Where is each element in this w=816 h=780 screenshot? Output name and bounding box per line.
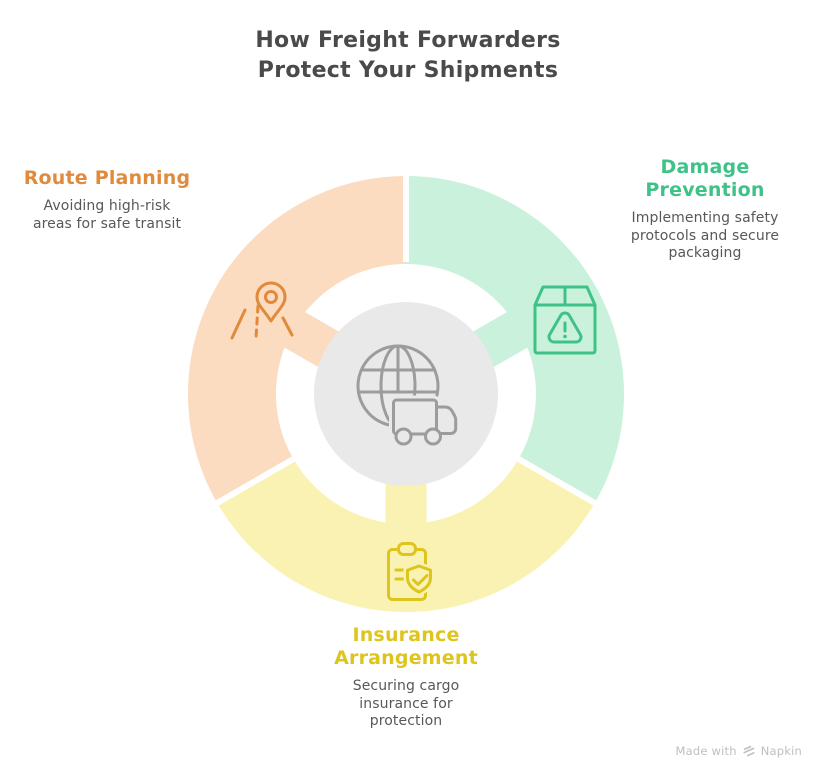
center-circle: [314, 302, 498, 486]
globe-truck-icon: [356, 344, 461, 446]
insurance-arrangement-title: Insurance Arrangement: [334, 624, 478, 669]
label-insurance-arrangement: Insurance Arrangement Securing cargo ins…: [306, 624, 506, 731]
segment-divider-lower-left: [210, 455, 297, 509]
segment-arc-damage-prevention: [406, 176, 625, 503]
napkin-logo-icon: [743, 745, 755, 757]
package-warning-icon: [533, 285, 597, 355]
watermark-brand: Napkin: [760, 744, 802, 758]
spoke-damage-prevention: [469, 308, 535, 370]
label-route-planning: Route Planning Avoiding high-risk areas …: [7, 167, 207, 233]
route-pin-icon: [230, 281, 294, 340]
label-damage-prevention: Damage Prevention Implementing safety pr…: [605, 156, 805, 263]
spoke-route-planning: [277, 308, 343, 370]
route-planning-title: Route Planning: [23, 167, 191, 189]
segment-arc-route-planning: [187, 175, 406, 503]
watermark-prefix: Made with: [675, 744, 737, 758]
napkin-watermark[interactable]: Made with Napkin: [676, 744, 803, 758]
insurance-arrangement-description: Securing cargo insurance for protection: [352, 678, 460, 729]
segment-divider-lower-right: [515, 455, 602, 509]
clipboard-shield-icon: [387, 542, 435, 601]
route-planning-description: Avoiding high-risk areas for safe transi…: [32, 198, 182, 232]
segment-arc-insurance-arrangement: [217, 459, 595, 613]
damage-prevention-description: Implementing safety protocols and secure…: [630, 210, 780, 261]
damage-prevention-title: Damage Prevention: [645, 156, 765, 201]
page-title: How Freight Forwarders Protect Your Ship…: [255, 28, 561, 83]
